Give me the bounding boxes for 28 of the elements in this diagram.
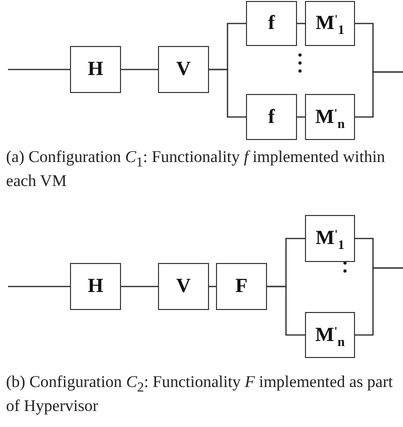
block-box: [305, 94, 355, 140]
block-box: [70, 263, 121, 310]
block-box: [158, 263, 209, 310]
block-label: F: [235, 275, 248, 298]
connector-line: [355, 267, 403, 336]
block-box: [305, 215, 355, 262]
block-box: [305, 1, 355, 46]
block-label: H: [88, 275, 104, 298]
connector-line: [209, 68, 246, 118]
block-box: [70, 46, 121, 93]
connector-line: [121, 286, 158, 288]
block-box: [305, 312, 355, 358]
block-box: [158, 46, 209, 93]
connector-line: [8, 68, 70, 70]
block-box: [246, 94, 297, 140]
block-label: V: [176, 275, 191, 298]
connector-line: [121, 68, 158, 70]
connector-line: [8, 286, 70, 288]
block-label: f: [268, 12, 275, 35]
block-box: [216, 263, 267, 310]
connector-line: [267, 286, 305, 336]
block-label: V: [176, 58, 191, 81]
figure-caption: (b) Configuration C$_{2}$: Functionality F implemented as part of Hypervisor: [6, 372, 394, 416]
block-label: H: [88, 58, 104, 81]
figure-caption: (a) Configuration C$_{1}$: Functionality f implemented within each VM: [6, 147, 386, 190]
block-label: f: [268, 106, 275, 128]
block-box: [246, 1, 297, 46]
connector-line: [355, 71, 403, 118]
